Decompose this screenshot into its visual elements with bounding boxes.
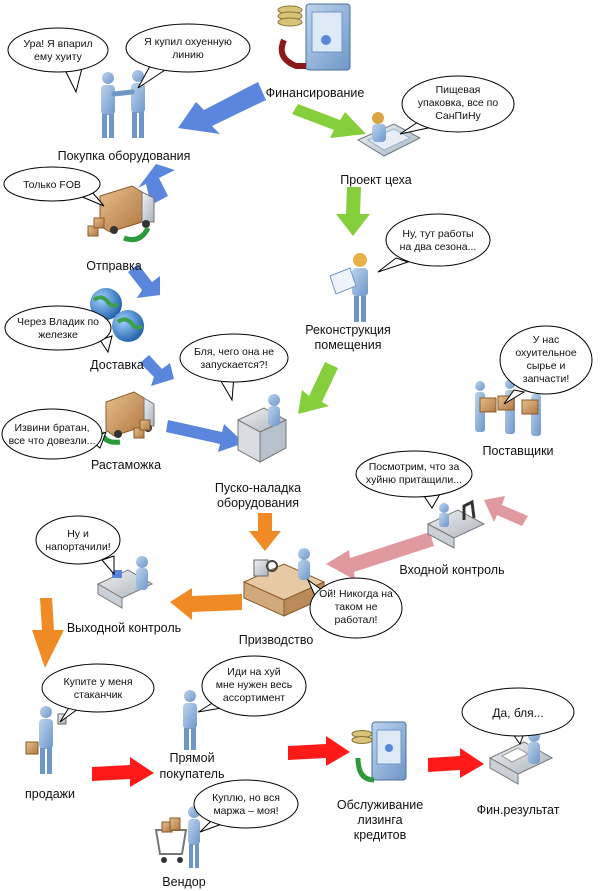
money-cabinet-icon	[351, 721, 407, 783]
buyer-person-icon	[183, 690, 197, 750]
shopping-cart-icon	[154, 806, 200, 868]
label-customs: Растаможка	[91, 458, 161, 472]
label-fin-result: Фин.результат	[477, 803, 560, 817]
node-labels: Финансирование Покупка оборудования Отпр…	[25, 86, 560, 889]
arrow-reconstruction-to-commissioning	[298, 362, 338, 414]
arrow-leasing-to-result	[428, 748, 484, 778]
label-shipping: Отправка	[86, 259, 142, 273]
label-vendor: Вендор	[162, 875, 205, 889]
arrow-shipping-to-delivery	[128, 264, 160, 298]
arrow-delivery-to-customs	[140, 355, 174, 386]
label-sales: продажи	[25, 787, 75, 801]
label-suppliers: Поставщики	[482, 444, 553, 458]
label-incoming-control: Входной контроль	[399, 563, 504, 577]
salesman-icon	[25, 706, 67, 774]
microscope-desk-icon	[426, 499, 486, 549]
svg-text:Только FOB: Только FOB	[23, 179, 81, 191]
engineer-plan-icon	[329, 253, 368, 322]
svg-text:Извини братан,все что довезли.: Извини братан,все что довезли...	[9, 422, 96, 447]
svg-text:Да, бля...: Да, бля...	[492, 706, 543, 720]
globe-icon	[90, 288, 144, 342]
delivery-truck-icon	[87, 185, 155, 243]
workstation-icon	[236, 394, 288, 463]
label-output-control: Выходной контроль	[67, 621, 181, 635]
arrow-project-to-reconstruction	[336, 187, 370, 236]
arrow-output-to-sales	[32, 598, 64, 668]
arrow-customs-to-commissioning	[166, 420, 244, 452]
arrow-incoming-to-production	[326, 532, 434, 580]
handshake-people-icon	[101, 70, 145, 138]
label-financing: Финансирование	[266, 86, 365, 100]
flow-arrows	[32, 82, 528, 787]
suppliers-boxes-icon	[475, 379, 541, 436]
speech-bubble-fob: Только FOB	[3, 166, 105, 207]
money-cabinet-icon	[277, 3, 351, 71]
arrow-buyer-to-leasing	[288, 736, 350, 766]
speech-bubble-da-blya: Да, бля...	[461, 687, 575, 746]
arrow-suppliers-to-incoming	[484, 496, 528, 526]
inspector-desk-icon	[96, 556, 154, 609]
factory-line-icon	[242, 548, 326, 617]
arrow-financing-to-purchase	[178, 82, 266, 134]
arrow-financing-to-project	[292, 104, 366, 138]
arrow-commissioning-to-production	[249, 513, 281, 551]
arrow-sales-to-buyer	[92, 757, 154, 787]
arrow-purchase-to-shipping	[138, 164, 175, 205]
label-production: Призводство	[239, 633, 314, 647]
speech-bubble-bratan: Извини братан,все что довезли...	[1, 408, 107, 460]
label-purchase: Покупка оборудования	[58, 149, 191, 163]
label-shop-project: Проект цеха	[340, 173, 411, 187]
label-delivery: Доставка	[90, 358, 144, 372]
arrow-production-to-output	[170, 588, 242, 620]
delivery-truck-icon	[99, 391, 155, 445]
